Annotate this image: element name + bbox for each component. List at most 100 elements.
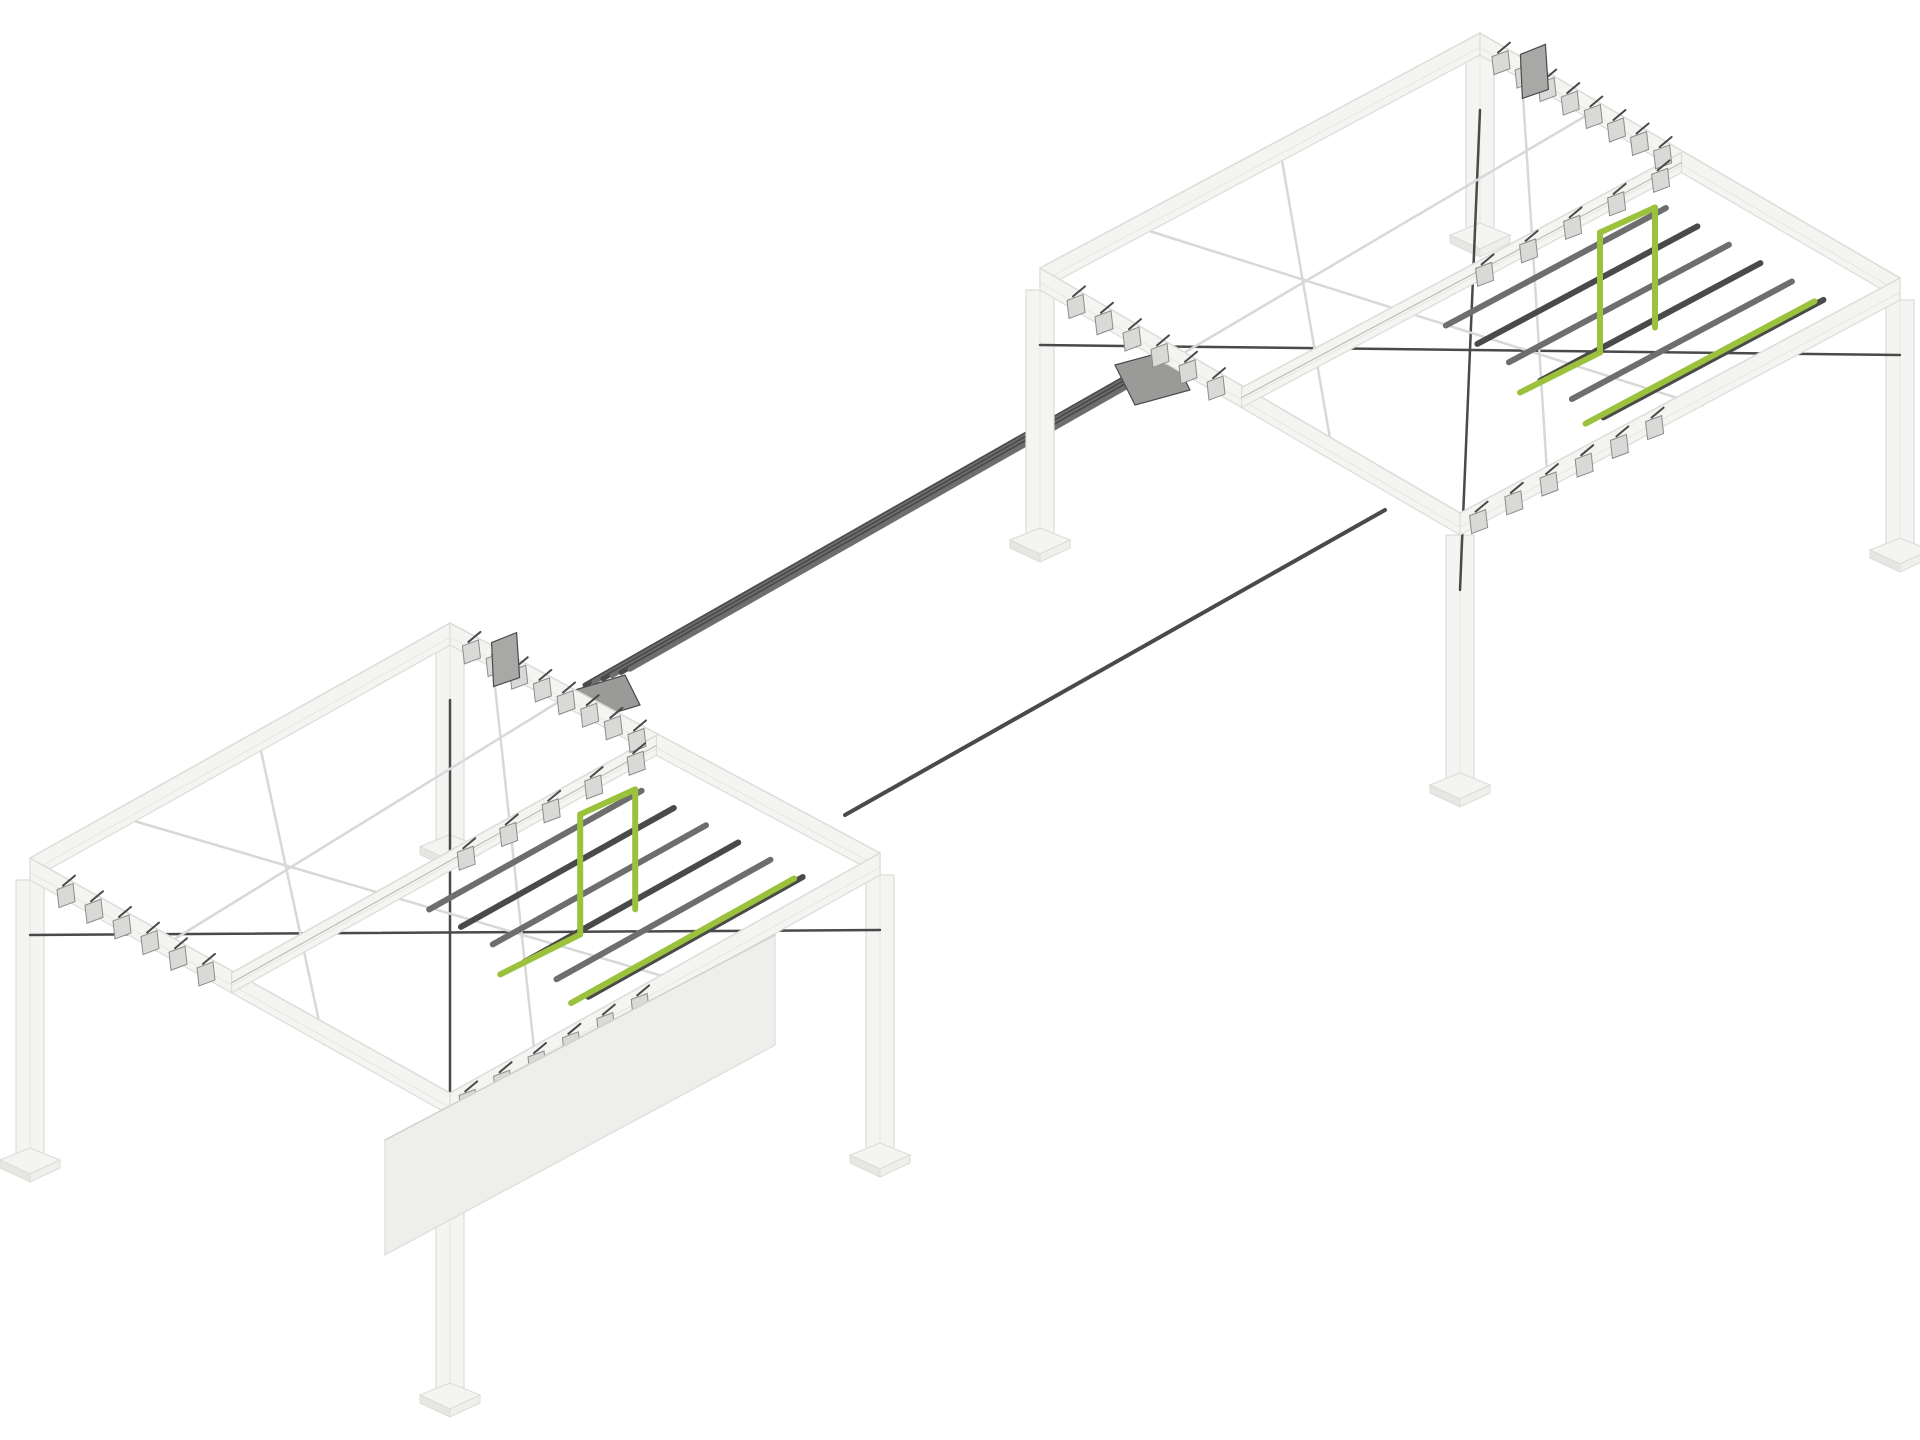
carriage-block	[1607, 191, 1627, 217]
drive-motor	[490, 631, 521, 688]
green-conveyor-grid	[1389, 185, 1827, 427]
carriage-row-middle	[456, 742, 647, 871]
brace-cable	[1148, 230, 1704, 407]
carriage-arm	[146, 921, 160, 934]
carriage-block	[1504, 490, 1524, 516]
post-front-left	[1428, 534, 1492, 808]
brace-cable	[259, 749, 326, 1046]
base-plate-side	[1039, 539, 1071, 563]
base-plate-side	[29, 1159, 61, 1183]
carriage-block	[461, 639, 481, 665]
carriage-block	[1094, 310, 1114, 336]
carriage-row-middle	[1475, 159, 1671, 288]
carriage-block	[1178, 359, 1198, 385]
carriage-arm	[1509, 481, 1524, 494]
panel-top-edge	[384, 934, 776, 1141]
carriage-arm	[1615, 425, 1630, 438]
green-beam	[1597, 204, 1658, 236]
grid-rail	[1568, 278, 1795, 403]
carriage-block	[140, 929, 160, 956]
carriage-arm	[601, 1003, 616, 1016]
carriage-row-left	[56, 874, 216, 987]
carriage-block	[1491, 49, 1511, 76]
carriage-arm	[1612, 182, 1627, 195]
beam-seam	[449, 866, 881, 1108]
carriage-block	[84, 898, 104, 924]
base-plate-side	[1479, 234, 1511, 258]
carriage-arm	[1156, 334, 1170, 347]
carriage-block	[1122, 326, 1142, 352]
carriage-arm	[585, 694, 600, 707]
carriage-arm	[118, 905, 132, 918]
brace-cable	[1520, 78, 1550, 490]
carriage-block	[499, 821, 519, 848]
green-beam	[568, 875, 798, 1007]
beam-seam	[1039, 46, 1481, 283]
carriage-arm	[632, 742, 647, 755]
carriage-block	[1563, 214, 1583, 241]
carriage-arm	[504, 813, 519, 826]
carriage-block	[112, 914, 132, 940]
grid-rail	[1474, 223, 1701, 347]
beam-edge	[29, 622, 451, 859]
post-front-right	[848, 874, 912, 1178]
carriage-block	[556, 689, 576, 716]
carriage-arm	[609, 706, 624, 719]
beam-seam	[1459, 291, 1901, 528]
carriage-block	[584, 774, 604, 800]
carriage-arm	[567, 1022, 582, 1035]
beam-edge	[1459, 277, 1901, 514]
carriage-arm	[498, 1061, 513, 1074]
post-back-left	[0, 879, 62, 1183]
base-plate-side	[1899, 554, 1920, 573]
carriage-arm	[1480, 253, 1495, 266]
carriage-arm	[1524, 229, 1539, 242]
gantry-left	[0, 621, 912, 1418]
carriage-arm	[1128, 318, 1142, 331]
carriage-arm	[1612, 109, 1627, 122]
carriage-block	[168, 945, 188, 971]
carriage-block	[1651, 167, 1671, 194]
carriage-block	[541, 798, 561, 824]
grid-rail	[1505, 241, 1732, 366]
carriage-block	[1475, 261, 1495, 288]
carriage-arm	[1568, 206, 1583, 219]
green-beam	[1517, 349, 1603, 396]
brace-cable	[154, 701, 559, 952]
carriage-row-left	[1066, 285, 1226, 401]
lower-tie-rod	[28, 928, 882, 937]
carriage-arm	[636, 984, 651, 997]
carriage-block	[603, 715, 623, 741]
carriage-arm	[1650, 406, 1665, 419]
beam-edge	[230, 734, 658, 974]
carriage-arm	[202, 952, 216, 965]
bridge-rail	[627, 356, 1178, 672]
grid-rail	[553, 856, 774, 983]
carriage-block	[1645, 414, 1665, 441]
brace-cable	[1280, 159, 1336, 463]
gantry-right	[1008, 31, 1920, 808]
grid-rail	[1442, 205, 1669, 329]
post-back-right	[1448, 54, 1512, 258]
grid-rail	[426, 787, 645, 913]
carriage-arm	[1072, 285, 1086, 298]
carriage-arm	[589, 766, 604, 779]
green-beam	[577, 786, 639, 818]
carriage-arm	[1545, 463, 1559, 475]
carriage-block	[532, 677, 552, 703]
carriage-block	[196, 961, 216, 987]
post-front-right	[1868, 299, 1920, 573]
green-beam	[1582, 298, 1818, 427]
green-beam	[497, 931, 584, 978]
base-plate-side	[449, 1394, 481, 1418]
carriage-block	[1606, 117, 1626, 143]
lower-tie-rod	[1458, 108, 1482, 592]
carriage-block	[456, 845, 476, 871]
carriage-arm	[1184, 350, 1198, 363]
carriage-arm	[1100, 301, 1114, 314]
post-back-left	[1008, 289, 1072, 563]
carriage-block	[1206, 375, 1226, 401]
base-plate-side	[879, 1154, 911, 1178]
carriage-arm	[562, 681, 577, 694]
